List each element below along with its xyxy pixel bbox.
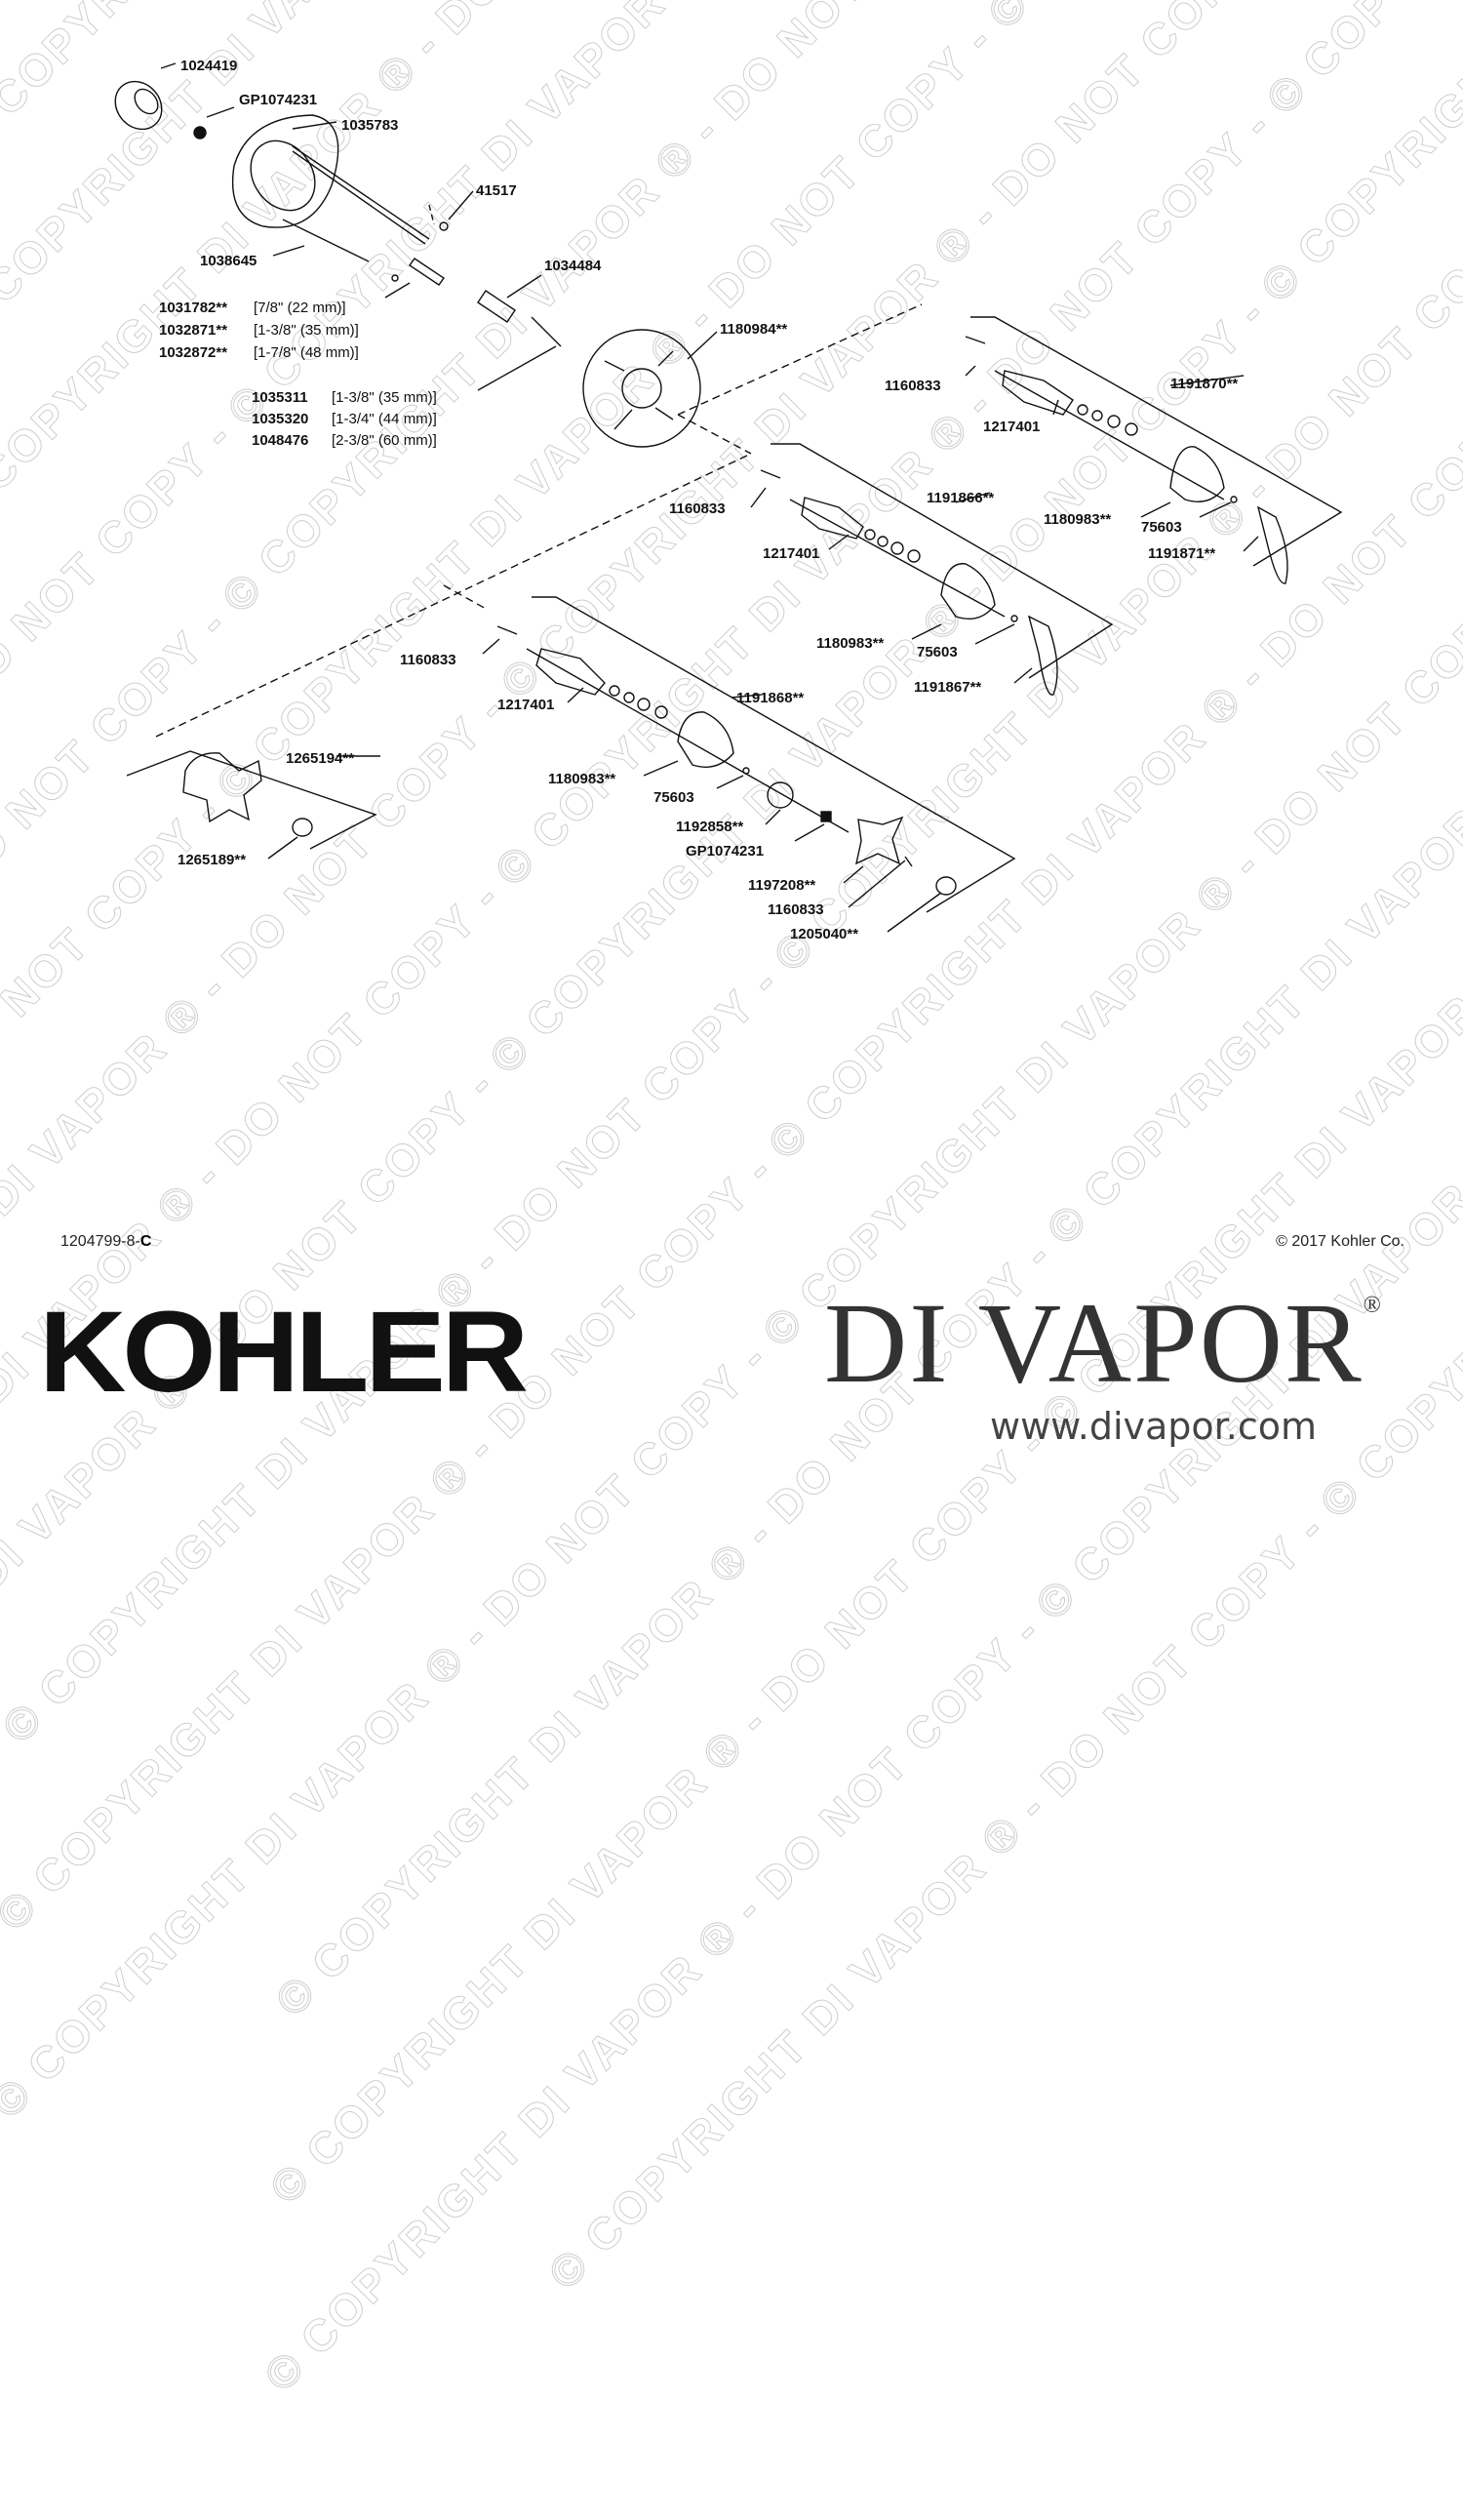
label-sleeve-b-spec: [1-3/8" (35 mm)] (254, 322, 359, 339)
handle-1265194-drawing (182, 752, 262, 823)
part-1038645-drawing (282, 145, 430, 262)
kit-panel-1191866 (771, 443, 1114, 679)
label-ext-a-spec: [1-3/8" (35 mm)] (332, 389, 437, 406)
label-ext-b-num: 1035320 (252, 411, 308, 427)
label-1035783: 1035783 (341, 117, 398, 134)
bonnet-1180983-a (1169, 446, 1225, 502)
label-cartridge-3: 1217401 (497, 697, 554, 713)
divapor-url: www.divapor.com (990, 1405, 1318, 1448)
label-1038645: 1038645 (200, 253, 257, 269)
label-oring-1: 75603 (1141, 519, 1182, 536)
cartridge-1217401-b (801, 497, 864, 540)
cartridge-1217401-c (535, 648, 606, 696)
label-handle-2: 1191867** (914, 679, 981, 696)
label-sleeve-a-spec: [7/8" (22 mm)] (254, 300, 346, 316)
label-screw-1: 1160833 (885, 378, 941, 394)
exploded-parts-diagram: 1024419 GP1074231 1035783 41517 1038645 … (114, 58, 1343, 942)
label-sleeve-c-num: 1032872** (159, 344, 227, 361)
kit-panel-1191868 (526, 596, 1016, 913)
part-1034484-drawing (477, 290, 562, 347)
label-bonnet-2: 1180983** (816, 635, 884, 652)
copyright-notice: © 2017 Kohler Co. (1276, 1233, 1404, 1250)
label-sleeve-c-spec: [1-7/8" (48 mm)] (254, 344, 359, 361)
label-1034484: 1034484 (544, 258, 602, 274)
document-number: 1204799-8-C (60, 1233, 152, 1250)
part-sleeve-drawing (409, 258, 445, 286)
label-41517: 41517 (476, 182, 517, 199)
assembly-dashed-line (155, 453, 752, 738)
handle-1191867-drawing (1027, 615, 1058, 696)
assembly-dashed-line (677, 303, 923, 416)
cross-handle-1197208-drawing (855, 816, 904, 865)
label-kit-1: 1191870** (1170, 376, 1238, 392)
label-1024419: 1024419 (180, 58, 237, 74)
part-1035783-drawing (231, 114, 339, 228)
part-1024419-drawing (114, 80, 163, 131)
label-ext-c-spec: [2-3/8" (60 mm)] (332, 432, 437, 449)
label-bonnet-3: 1180983** (548, 771, 615, 787)
label-cross-handle: 1197208** (748, 877, 815, 894)
label-sleeve-b-num: 1032871** (159, 322, 227, 339)
kit-panel-1265194 (126, 750, 377, 850)
bonnet-1180983-b (940, 563, 996, 620)
label-cap: 1205040** (790, 926, 858, 942)
cartridge-1217401-a (1002, 370, 1074, 416)
part-41517-drawing (439, 221, 449, 231)
divapor-logo: DI VAPOR® (824, 1279, 1383, 1407)
adapter-1192858-drawing (767, 781, 794, 809)
handle-1191871-drawing (1256, 505, 1288, 584)
label-handle-1: 1191871** (1148, 545, 1215, 562)
button-1265189-drawing (292, 818, 313, 837)
assembly-dashed-line (443, 584, 489, 611)
part-1180984-drawing (582, 329, 701, 448)
label-cartridge-1: 1217401 (983, 419, 1040, 435)
label-1180984: 1180984** (720, 321, 787, 338)
label-gp1074231-bottom: GP1074231 (686, 843, 764, 860)
label-screw-4: 1160833 (768, 901, 824, 918)
label-ext-b-spec: [1-3/4" (44 mm)] (332, 411, 437, 427)
label-button: 1265189** (178, 852, 246, 868)
bonnet-1180983-c (677, 711, 734, 768)
label-adapter: 1192858** (676, 819, 743, 835)
kohler-logo: KOHLER (39, 1288, 529, 1417)
assembly-dashed-line (428, 204, 435, 225)
label-kit-2: 1191866** (927, 490, 994, 506)
label-kit-3: 1191868** (736, 690, 804, 706)
gp1074231-drawing (820, 811, 832, 822)
label-screw-2: 1160833 (669, 500, 726, 517)
part-gp1074231-drawing (193, 126, 207, 140)
label-ext-a-num: 1035311 (252, 389, 308, 406)
label-gp1074231-top: GP1074231 (239, 92, 317, 108)
label-ext-c-num: 1048476 (252, 432, 308, 449)
cap-1205040-drawing (935, 876, 957, 896)
label-oring-2: 75603 (917, 644, 958, 660)
label-bonnet-1: 1180983** (1044, 511, 1111, 528)
label-cartridge-2: 1217401 (763, 545, 819, 562)
label-kit-4: 1265194** (286, 750, 354, 767)
kit-panel-1191870 (970, 316, 1343, 567)
label-sleeve-a-num: 1031782** (159, 300, 227, 316)
part-labels: 1024419 GP1074231 1035783 41517 1038645 … (159, 58, 1238, 942)
label-oring-3: 75603 (653, 789, 694, 806)
assembly-dashed-line (677, 414, 752, 455)
label-screw-3: 1160833 (400, 652, 456, 668)
